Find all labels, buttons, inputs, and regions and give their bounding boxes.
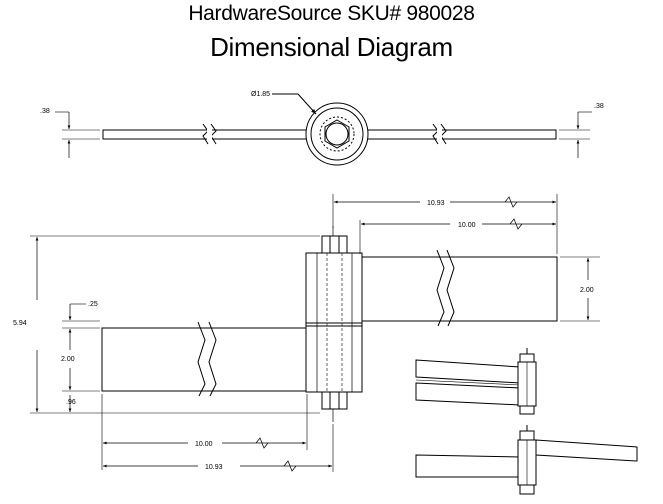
knuckle-outer (305, 102, 369, 166)
bottom-nut (321, 391, 348, 410)
iso-view-open (415, 425, 638, 495)
top-nut (321, 235, 348, 254)
dim-upper-leaf-width: 2.00 (580, 287, 594, 294)
title-diagram: Dimensional Diagram (210, 32, 453, 62)
top-left-leaf (102, 129, 309, 140)
dim-lower-leaf-width: 2.00 (61, 356, 75, 363)
dim-lower-leaf-length: 10.00 (195, 441, 213, 448)
dim-diameter: Ø1.85 (251, 91, 270, 98)
dim-total-height: 5.94 (13, 320, 27, 327)
dim-upper-leaf-length: 10.00 (458, 222, 476, 229)
top-hex-nut (324, 119, 350, 149)
dim-top-thickness-left: .38 (40, 108, 50, 115)
dim-top-thickness-right: .38 (594, 103, 604, 110)
upper-leaf (359, 256, 558, 322)
dim-gap: .25 (88, 301, 98, 308)
dim-lower-total: 10.93 (205, 464, 223, 471)
top-view (55, 93, 592, 166)
title-sku: HardwareSource SKU# 980028 (188, 2, 475, 25)
top-right-leaf (365, 129, 557, 140)
iso-view-closed (415, 348, 537, 415)
dim-bottom-offset: .96 (66, 399, 76, 406)
dim-upper-total: 10.93 (427, 200, 445, 207)
front-view (30, 194, 600, 472)
